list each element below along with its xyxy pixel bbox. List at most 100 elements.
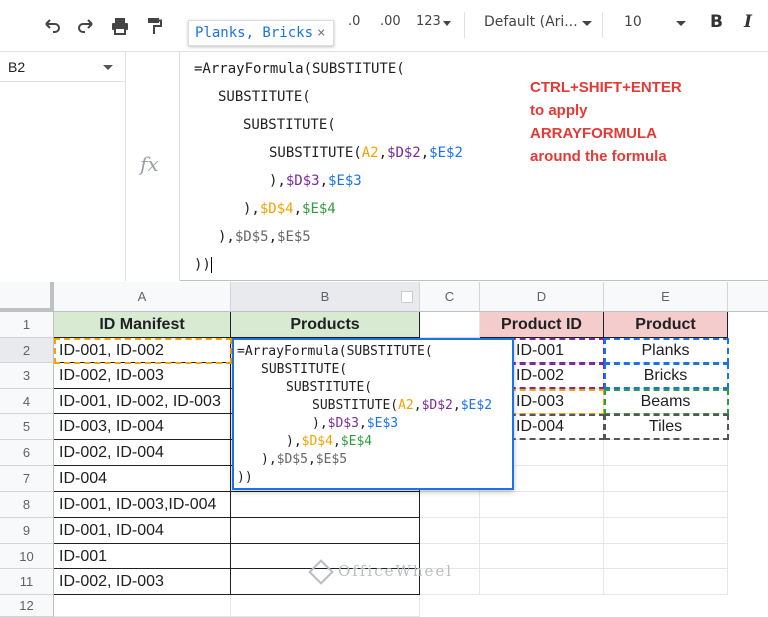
editor-line-4: SUBSTITUTE(A2,$D$2,$E$2 — [312, 398, 493, 413]
editor-line-6: ),$D$4,$E$4 — [286, 434, 373, 449]
cell-c8[interactable] — [420, 492, 480, 518]
toolbar-divider — [602, 12, 603, 38]
row-header-2[interactable]: 2 — [0, 338, 54, 363]
decrease-decimal-button[interactable]: .0 — [348, 14, 361, 29]
cell-e9[interactable] — [604, 518, 728, 544]
paint-format-icon[interactable] — [144, 16, 164, 36]
row-header-10[interactable]: 10 — [0, 544, 54, 569]
italic-button[interactable]: I — [744, 12, 752, 32]
chevron-down-icon — [676, 21, 686, 26]
cell-b11[interactable] — [231, 569, 420, 595]
row-header-4[interactable]: 4 — [0, 389, 54, 414]
cell-b9[interactable] — [231, 518, 420, 544]
toolbar: .0 .00 123 Default (Ari... 10 B I — [0, 0, 768, 52]
cell-a9[interactable]: ID-001, ID-004 — [54, 518, 231, 544]
row-header-8[interactable]: 8 — [0, 492, 54, 518]
select-all-corner[interactable] — [0, 282, 54, 312]
cell-c11[interactable] — [420, 569, 480, 595]
cell-editor[interactable]: =ArrayFormula(SUBSTITUTE( SUBSTITUTE( SU… — [232, 338, 514, 490]
cell-d6[interactable] — [480, 440, 604, 466]
cell-e11[interactable] — [604, 569, 728, 595]
font-family-select[interactable]: Default (Ari... — [484, 14, 578, 30]
cell-a8[interactable]: ID-001, ID-003,ID-004 — [54, 492, 231, 518]
chevron-down-icon — [443, 21, 451, 26]
formula-line-2: SUBSTITUTE( — [218, 89, 311, 105]
row-header-12[interactable]: 12 — [0, 595, 54, 617]
reference-highlight-e3 — [604, 363, 729, 389]
row-header-6[interactable]: 6 — [0, 440, 54, 466]
name-box[interactable]: B2 — [0, 52, 126, 82]
cell-a1[interactable]: ID Manifest — [54, 312, 231, 338]
cell-b10[interactable] — [231, 544, 420, 569]
editor-line-5: ),$D$3,$E$3 — [312, 416, 399, 431]
formula-line-6: ),$D$4,$E$4 — [243, 201, 336, 217]
tooltip-text: Planks, Bricks — [195, 25, 314, 41]
cell-d1[interactable]: Product ID — [480, 312, 604, 338]
reference-highlight-a2 — [54, 338, 232, 364]
logo-icon — [308, 559, 334, 585]
cell-d7[interactable] — [480, 466, 604, 492]
cell-b1[interactable]: Products — [231, 312, 420, 338]
row-header-3[interactable]: 3 — [0, 363, 54, 389]
editor-line-2: SUBSTITUTE( — [261, 362, 348, 377]
formula-line-7: ),$D$5,$E$5 — [218, 229, 311, 245]
fx-icon: fx — [140, 152, 159, 176]
print-icon[interactable] — [110, 16, 130, 36]
cell-b8[interactable] — [231, 492, 420, 518]
chevron-down-icon — [103, 65, 113, 70]
row-header-7[interactable]: 7 — [0, 466, 54, 492]
font-size-select[interactable]: 10 — [624, 14, 642, 30]
chevron-down-icon[interactable] — [401, 291, 413, 303]
cell-a10[interactable]: ID-001 — [54, 544, 231, 569]
reference-highlight-e2 — [604, 338, 729, 364]
name-box-value: B2 — [8, 59, 26, 75]
editor-line-1: =ArrayFormula(SUBSTITUTE( — [237, 344, 433, 359]
cell-e10[interactable] — [604, 544, 728, 569]
cell-e6[interactable] — [604, 440, 728, 466]
cell-c10[interactable] — [420, 544, 480, 569]
cell-d8[interactable] — [480, 492, 604, 518]
bold-button[interactable]: B — [710, 12, 723, 32]
editor-line-3: SUBSTITUTE( — [286, 380, 373, 395]
column-header-d[interactable]: D — [480, 282, 604, 312]
formula-bar-gutter — [0, 82, 126, 281]
formula-bar[interactable]: =ArrayFormula(SUBSTITUTE( SUBSTITUTE( SU… — [180, 52, 768, 281]
cell-a11[interactable]: ID-002, ID-003 — [54, 569, 231, 595]
cell-e1[interactable]: Product — [604, 312, 728, 338]
reference-highlight-e5 — [604, 414, 729, 440]
cell-e7[interactable] — [604, 466, 728, 492]
column-header-e[interactable]: E — [604, 282, 728, 312]
column-header-a[interactable]: A — [54, 282, 231, 312]
more-formats-button[interactable]: 123 — [416, 14, 441, 29]
cell-d9[interactable] — [480, 518, 604, 544]
column-header-f[interactable] — [728, 282, 768, 312]
column-header-c[interactable]: C — [420, 282, 480, 312]
column-header-b[interactable]: B — [231, 282, 420, 312]
formula-line-5: ),$D$3,$E$3 — [269, 173, 362, 189]
cell-d10[interactable] — [480, 544, 604, 569]
redo-icon[interactable] — [76, 16, 96, 36]
toolbar-divider — [464, 12, 465, 38]
increase-decimal-button[interactable]: .00 — [380, 14, 401, 29]
editor-line-7: ),$D$5,$E$5 — [261, 452, 348, 467]
cell-a4[interactable]: ID-001, ID-002, ID-003 — [54, 389, 231, 414]
cell-a3[interactable]: ID-002, ID-003 — [54, 363, 231, 389]
row-header-1[interactable]: 1 — [0, 312, 54, 338]
row-header-11[interactable]: 11 — [0, 569, 54, 595]
cell-c9[interactable] — [420, 518, 480, 544]
watermark: OfficeWheel — [308, 559, 453, 585]
row-header-5[interactable]: 5 — [0, 414, 54, 440]
formula-line-8: )) — [194, 257, 212, 273]
undo-icon[interactable] — [42, 16, 62, 36]
fx-area: fx — [126, 52, 180, 281]
row-header-9[interactable]: 9 — [0, 518, 54, 544]
cell-c1[interactable] — [420, 312, 480, 338]
cell-a7[interactable]: ID-004 — [54, 466, 231, 492]
close-icon[interactable]: × — [317, 25, 326, 41]
cell-d11[interactable] — [480, 569, 604, 595]
cell-e8[interactable] — [604, 492, 728, 518]
cell-a6[interactable]: ID-002, ID-004 — [54, 440, 231, 466]
cell-a5[interactable]: ID-003, ID-004 — [54, 414, 231, 440]
formula-line-3: SUBSTITUTE( — [243, 117, 336, 133]
